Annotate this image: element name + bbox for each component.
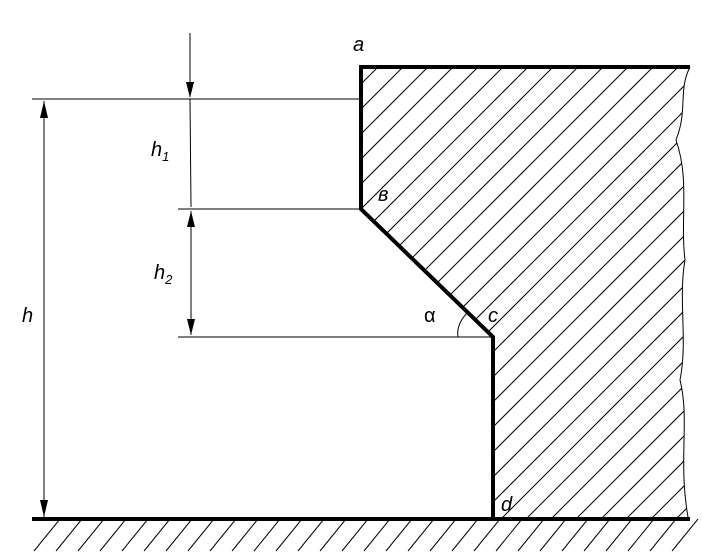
solid-hatch-line bbox=[361, 67, 686, 517]
solid-hatch-line bbox=[449, 67, 690, 517]
ground-hatch-line bbox=[561, 519, 589, 552]
label-h1: h1 bbox=[151, 139, 169, 164]
ground-hatch-line bbox=[121, 519, 149, 552]
ground-hatch-line bbox=[385, 519, 413, 552]
solid-hatch-line bbox=[524, 67, 690, 517]
label-h: h bbox=[22, 305, 33, 327]
solid-hatch-line bbox=[361, 67, 661, 517]
arrow-h1-top bbox=[186, 82, 194, 98]
ground-hatch-line bbox=[495, 519, 523, 552]
ground-hatch-line bbox=[671, 519, 699, 552]
solid-hatch-line bbox=[361, 67, 536, 517]
ground-hatch-line bbox=[605, 519, 633, 552]
solid-hatch-line bbox=[499, 67, 690, 517]
ground-hatch-line bbox=[77, 519, 105, 552]
ground-hatch-line bbox=[187, 519, 215, 552]
ground-hatch-line bbox=[55, 519, 83, 552]
ground-hatch-line bbox=[649, 519, 677, 552]
solid-hatch-line bbox=[361, 67, 690, 517]
arrow-h2-top bbox=[187, 211, 195, 227]
solid-hatch-line bbox=[361, 67, 611, 517]
ground-hatch-line bbox=[429, 519, 457, 552]
solid-hatch-line bbox=[361, 67, 586, 517]
ground-hatch-line bbox=[319, 519, 347, 552]
solid-hatch-line bbox=[361, 67, 436, 517]
solid-hatch-line bbox=[374, 67, 690, 517]
label-c: c bbox=[488, 305, 498, 327]
solid-hatch-line bbox=[361, 67, 486, 517]
ground-hatch-line bbox=[275, 519, 303, 552]
solid-hatch-line bbox=[361, 67, 561, 517]
dimension-line-h1 bbox=[189, 98, 192, 208]
solid-hatch-line bbox=[361, 67, 690, 517]
ground-hatch-line bbox=[209, 519, 237, 552]
break-line bbox=[675, 66, 691, 518]
solid-hatch-line bbox=[624, 67, 690, 517]
angle-alpha-arc bbox=[457, 311, 469, 338]
ground-hatch-line bbox=[627, 519, 655, 552]
arrow-h-bottom bbox=[40, 500, 48, 517]
solid-hatch-line bbox=[599, 67, 690, 517]
ground-hatch-line bbox=[451, 519, 479, 552]
solid-hatch-line bbox=[649, 67, 690, 517]
solid-hatch-line bbox=[361, 67, 386, 517]
solid-hatch-line bbox=[424, 67, 690, 517]
ground-hatch-line bbox=[231, 519, 259, 552]
solid-hatch-line bbox=[361, 67, 690, 517]
ground-hatch-line bbox=[297, 519, 325, 552]
solid-hatch-line bbox=[361, 67, 636, 517]
label-d: d bbox=[501, 494, 513, 516]
solid-hatch-line bbox=[674, 67, 690, 517]
ground-hatch-line bbox=[341, 519, 369, 552]
label-alpha: α bbox=[424, 305, 436, 327]
ground-hatch-line bbox=[363, 519, 391, 552]
ground-hatch-line bbox=[517, 519, 545, 552]
solid-hatch-line bbox=[574, 67, 690, 517]
solid-hatch-line bbox=[361, 67, 461, 517]
ground-hatch-line bbox=[583, 519, 611, 552]
ground-hatch-line bbox=[473, 519, 501, 552]
ground-hatch-line bbox=[165, 519, 193, 552]
solid-hatching bbox=[0, 60, 690, 520]
label-b: в bbox=[378, 184, 388, 206]
solid-hatch-line bbox=[361, 67, 690, 517]
solid-hatch-line bbox=[361, 67, 411, 517]
ground-hatch-line bbox=[253, 519, 281, 552]
solid-hatch-line bbox=[474, 67, 690, 517]
arrow-h2-bottom bbox=[187, 319, 195, 335]
solid-hatch-line bbox=[0, 60, 360, 520]
solid-hatch-line bbox=[549, 67, 690, 517]
label-a: a bbox=[353, 34, 364, 56]
ground-hatch-line bbox=[33, 519, 61, 552]
ground-hatch-line bbox=[99, 519, 127, 552]
ground-hatch-line bbox=[407, 519, 435, 552]
arrow-h-top bbox=[40, 101, 48, 118]
ground-hatching bbox=[33, 519, 699, 552]
ground-hatch-line bbox=[539, 519, 567, 552]
label-h2: h2 bbox=[154, 262, 173, 287]
ground-hatch-line bbox=[143, 519, 171, 552]
solid-hatch-line bbox=[361, 67, 511, 517]
